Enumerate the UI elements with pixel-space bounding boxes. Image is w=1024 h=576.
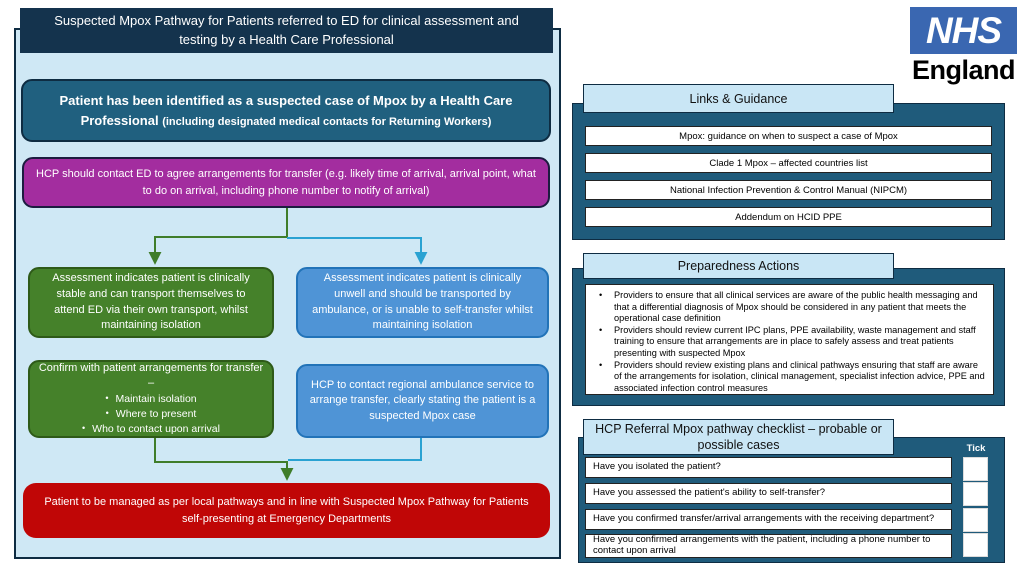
nhs-england-text: England [912, 55, 1016, 85]
tick-checkbox-1[interactable] [963, 457, 988, 481]
preparedness-bullet: Providers should review current IPC plan… [590, 325, 985, 360]
preparedness-header: Preparedness Actions [583, 253, 894, 279]
preparedness-bullet: Providers should review existing plans a… [590, 360, 985, 395]
node-assessment-stable: Assessment indicates patient is clinical… [28, 267, 274, 338]
link-clade1-countries[interactable]: Clade 1 Mpox – affected countries list [585, 153, 992, 173]
checklist-question-phone-number: Have you confirmed arrangements with the… [585, 534, 952, 558]
link-nipcm[interactable]: National Infection Prevention & Control … [585, 180, 992, 200]
checklist-question-self-transfer: Have you assessed the patient's ability … [585, 483, 952, 504]
link-hcid-ppe[interactable]: Addendum on HCID PPE [585, 207, 992, 227]
node-hcp-contact-ed: HCP should contact ED to agree arrangeme… [22, 157, 550, 208]
nhs-england-logo: NHS England [910, 7, 1017, 86]
nhs-logo-box: NHS [910, 7, 1017, 54]
checklist-question-isolated: Have you isolated the patient? [585, 457, 952, 478]
confirm-bullet-list: Maintain isolation Where to present Who … [82, 392, 220, 438]
confirm-bullet: Where to present [82, 407, 220, 422]
pathway-title: Suspected Mpox Pathway for Patients refe… [20, 8, 553, 53]
tick-checkbox-3[interactable] [963, 508, 988, 532]
patient-identified-note: (including designated medical contacts f… [162, 115, 492, 128]
confirm-bullet: Maintain isolation [82, 392, 220, 407]
node-confirm-arrangements: Confirm with patient arrangements for tr… [28, 360, 274, 438]
tick-checkbox-4[interactable] [963, 533, 988, 557]
confirm-bullet: Who to contact upon arrival [82, 422, 220, 437]
links-guidance-header: Links & Guidance [583, 84, 894, 113]
nhs-logo-text: NHS [925, 10, 1002, 51]
confirm-heading: Confirm with patient arrangements for tr… [38, 361, 264, 390]
checklist-header: HCP Referral Mpox pathway checklist – pr… [583, 419, 894, 455]
node-contact-ambulance: HCP to contact regional ambulance servic… [296, 364, 549, 438]
tick-column-label: Tick [966, 443, 986, 454]
patient-identified-text: Patient has been identified as a suspect… [59, 93, 513, 128]
preparedness-bullet-list: Providers to ensure that all clinical se… [590, 290, 985, 394]
checklist-question-receiving-department: Have you confirmed transfer/arrival arra… [585, 509, 952, 530]
preparedness-bullet: Providers to ensure that all clinical se… [590, 290, 985, 325]
preparedness-content: Providers to ensure that all clinical se… [585, 284, 994, 395]
node-managed-local-pathways: Patient to be managed as per local pathw… [23, 483, 550, 538]
node-patient-identified: Patient has been identified as a suspect… [21, 79, 551, 142]
node-assessment-unwell: Assessment indicates patient is clinical… [296, 267, 549, 338]
tick-checkbox-2[interactable] [963, 482, 988, 506]
link-mpox-guidance[interactable]: Mpox: guidance on when to suspect a case… [585, 126, 992, 146]
